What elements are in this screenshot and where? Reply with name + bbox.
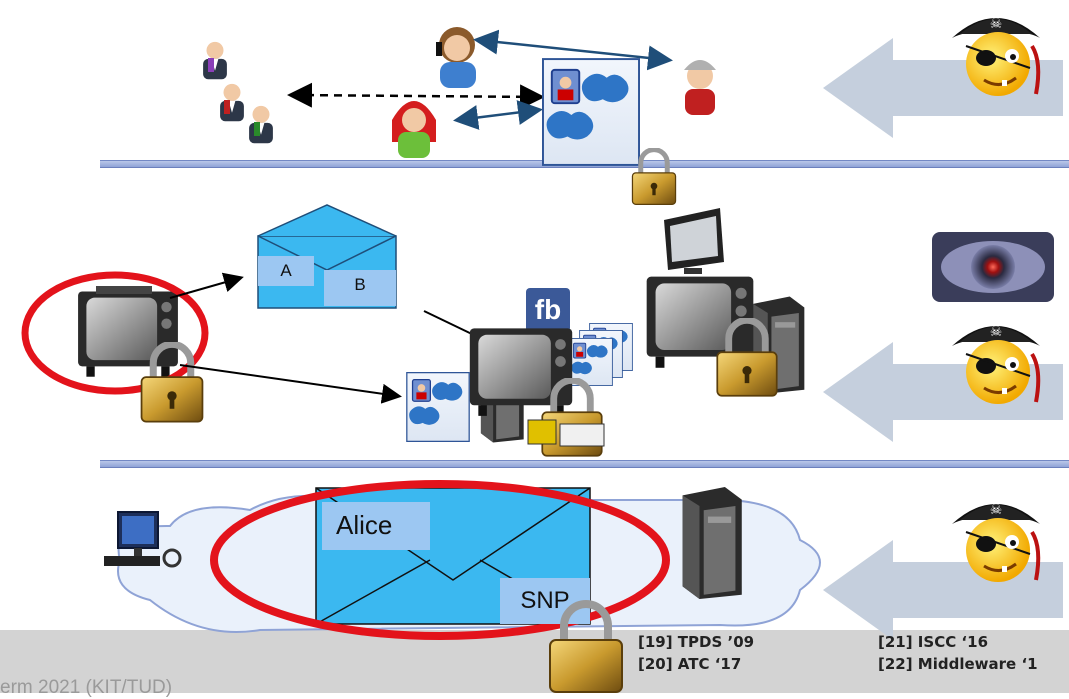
envelope-sender-label: Alice [322,502,430,550]
highlight-ring-bottom [210,480,670,640]
agent-user-connection [473,29,673,71]
female-card-connection [453,100,543,130]
envelope-provider-label: SNP [500,578,590,624]
surveillance-eye-icon [932,232,1054,302]
reference-21: [21] ISCC ‘16 [878,633,989,651]
server-icon [682,486,742,600]
lock-icon [549,600,623,693]
facebook-badge [526,288,570,332]
tv-icon [78,291,178,377]
facebook-label: fb [534,294,562,325]
monitor-icon [664,208,724,274]
profile-card-icon [542,58,640,166]
reference-19: [19] TPDS ’09 [638,633,755,651]
attack-arrow-middle [823,342,1063,442]
users-group-icon [203,41,273,144]
reference-20: [20] ATC ‘17 [638,655,742,673]
female-user-icon [392,101,436,158]
profile-card-icon [406,372,470,442]
highlight-ring-left [21,271,209,395]
dashed-connection-arrow [287,82,545,110]
reference-22: [22] Middleware ‘1 [878,655,1038,673]
support-agent-icon [436,27,476,88]
envelope-label-a: A [258,256,314,286]
user-icon [684,60,716,115]
workstation-icon [104,511,182,568]
envelope-label-b: B [324,270,396,306]
footer-bar [0,630,1069,693]
layer-divider-middle [100,460,1069,468]
